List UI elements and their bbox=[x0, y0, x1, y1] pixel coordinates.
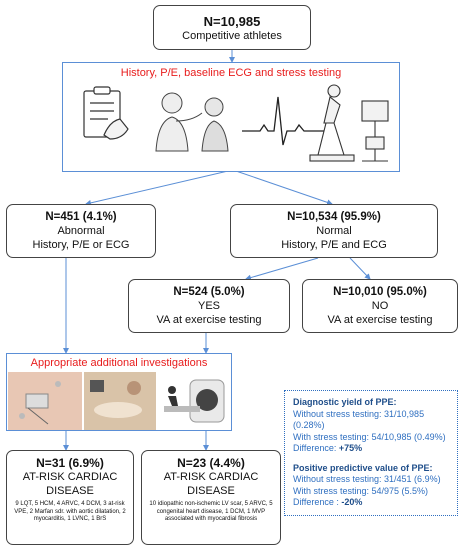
at-risk-2-line1: AT-RISK CARDIAC bbox=[163, 471, 259, 483]
investigations-title: Appropriate additional investigations bbox=[30, 357, 208, 369]
ecg-trace-icon bbox=[242, 96, 324, 146]
arrow-screening-to-abnormal bbox=[85, 170, 229, 206]
screening-panel: History, P/E, baseline ECG and stress te… bbox=[62, 62, 400, 172]
normal-line2: History, P/E and ECG bbox=[281, 239, 387, 251]
total-count: N=10,985 bbox=[203, 14, 261, 29]
clipboard-icon bbox=[83, 86, 129, 140]
va-no-count: N=10,010 (95.0%) bbox=[333, 286, 427, 298]
va-no-box: N=10,010 (95.0%) NO VA at exercise testi… bbox=[302, 279, 458, 333]
screening-title: History, P/E, baseline ECG and stress te… bbox=[120, 67, 342, 79]
diagnostic-yield-box: Diagnostic yield of PPE: Without stress … bbox=[284, 390, 458, 516]
arrow-normal-to-no bbox=[349, 257, 371, 280]
ppv-title: Positive predictive value of PPE: bbox=[293, 462, 433, 473]
screening-illustration bbox=[83, 84, 389, 162]
at-risk-2-detail: 10 idiopathic non-ischemic LV scar, 5 AR… bbox=[149, 501, 273, 522]
va-yes-line2: VA at exercise testing bbox=[156, 314, 262, 326]
normal-line1: Normal bbox=[316, 225, 352, 237]
yield-with-stress: With stress testing: 54/10,985 (0.49%) bbox=[293, 431, 446, 442]
at-risk-box-1: N=31 (6.9%) AT-RISK CARDIAC DISEASE 9 LQ… bbox=[6, 450, 134, 545]
va-yes-line1: YES bbox=[197, 300, 220, 312]
normal-box: N=10,534 (95.9%) Normal History, P/E and… bbox=[230, 204, 438, 258]
abnormal-box: N=451 (4.1%) Abnormal History, P/E or EC… bbox=[6, 204, 156, 258]
at-risk-1-count: N=31 (6.9%) bbox=[36, 456, 104, 470]
normal-count: N=10,534 (95.9%) bbox=[287, 211, 381, 223]
mri-scanner-icon bbox=[158, 372, 230, 430]
holter-patient-icon bbox=[8, 372, 82, 430]
va-no-line1: NO bbox=[371, 300, 389, 312]
va-no-line2: VA at exercise testing bbox=[327, 314, 433, 326]
investigations-panel: Appropriate additional investigations bbox=[6, 353, 232, 431]
va-yes-count: N=524 (5.0%) bbox=[173, 286, 245, 298]
yield-without-stress: Without stress testing: 31/10,985 (0.28%… bbox=[293, 408, 425, 431]
arrow-screening-to-normal bbox=[235, 170, 333, 206]
investigations-illustration bbox=[8, 372, 230, 430]
total-athletes-box: N=10,985 Competitive athletes bbox=[153, 5, 311, 50]
total-label: Competitive athletes bbox=[182, 30, 282, 42]
at-risk-2-line2: DISEASE bbox=[187, 485, 235, 497]
ppv-with-stress: With stress testing: 54/975 (5.5%) bbox=[293, 485, 429, 496]
stress-test-icon bbox=[309, 84, 389, 162]
echo-exam-icon bbox=[84, 372, 156, 430]
ppv-without-stress: Without stress testing: 31/451 (6.9%) bbox=[293, 474, 441, 484]
ppv-difference: Difference : -20% bbox=[293, 497, 363, 507]
at-risk-box-2: N=23 (4.4%) AT-RISK CARDIAC DISEASE 10 i… bbox=[141, 450, 281, 545]
arrow-normal-to-yes bbox=[245, 257, 319, 281]
at-risk-2-count: N=23 (4.4%) bbox=[177, 456, 245, 470]
yield-difference: Difference: +75% bbox=[293, 443, 363, 453]
at-risk-1-line2: DISEASE bbox=[46, 485, 94, 497]
at-risk-1-detail: 9 LQT, 5 HCM, 4 ARVC, 4 DCM, 3 at-risk V… bbox=[14, 501, 126, 522]
at-risk-1-line1: AT-RISK CARDIAC bbox=[22, 471, 118, 483]
va-yes-box: N=524 (5.0%) YES VA at exercise testing bbox=[128, 279, 290, 333]
abnormal-count: N=451 (4.1%) bbox=[45, 211, 117, 223]
abnormal-line2: History, P/E or ECG bbox=[32, 239, 130, 251]
doctor-icon bbox=[155, 92, 229, 152]
abnormal-line1: Abnormal bbox=[57, 225, 105, 237]
diagnostic-yield-title: Diagnostic yield of PPE: bbox=[293, 397, 397, 407]
